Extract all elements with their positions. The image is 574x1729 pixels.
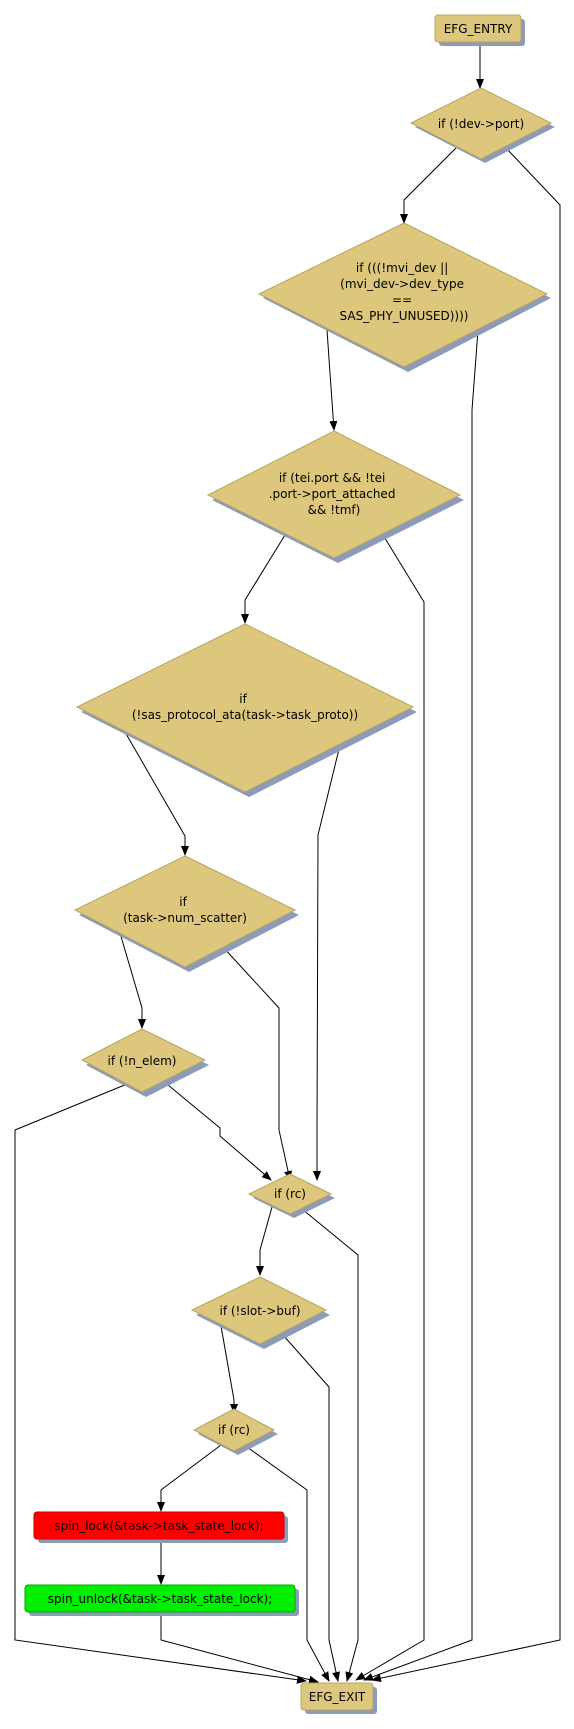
decision-n-elem: if (!n_elem) <box>80 1028 209 1097</box>
decision-slot-buf: if (!slot->buf) <box>190 1276 330 1349</box>
decision-rc-2-label: if (rc) <box>218 1423 250 1437</box>
decision-dev-port-label: if (!dev->port) <box>438 117 524 131</box>
spin-unlock-box <box>24 1584 296 1613</box>
decision-tei-port-label: if (tei.port && !tei .port->port_attache… <box>269 471 400 517</box>
decision-slot-buf-label: if (!slot->buf) <box>219 1304 300 1318</box>
edge-d9-exit <box>246 1446 330 1682</box>
entry-box <box>434 14 522 43</box>
decision-sas-protocol-ata-label: if (!sas_protocol_ata(task->task_proto)) <box>132 692 358 722</box>
spin-lock-node: spin_lock(&task->task_state_lock); <box>33 1511 288 1543</box>
edge-d1-d2 <box>400 146 458 224</box>
edge-d3-d4 <box>241 534 286 624</box>
edge-d6-exit <box>14 1083 307 1684</box>
decision-n-elem-label: if (!n_elem) <box>108 1054 177 1068</box>
edge-d5-d7 <box>221 945 292 1181</box>
nodes: EFG_ENTRY if (!dev->port) if (((!mvi_dev… <box>24 14 555 1714</box>
edge-d2-exit <box>363 329 479 1681</box>
edge-d5-d6 <box>119 932 146 1029</box>
entry-label: EFG_ENTRY <box>444 22 513 36</box>
decision-rc-1: if (rc) <box>247 1173 335 1218</box>
edge-d2-d3 <box>326 329 338 431</box>
decision-rc-1-label: if (rc) <box>274 1187 306 1201</box>
decision-dev-port: if (!dev->port) <box>409 87 555 163</box>
decision-rc-2: if (rc) <box>192 1408 278 1455</box>
edge-d8-d9 <box>220 1325 238 1414</box>
entry-node: EFG_ENTRY <box>434 14 525 46</box>
edge-d1-exit <box>371 146 561 1683</box>
decision-mvi-dev-label: if (((!mvi_dev || (mvi_dev->dev_type == … <box>340 261 469 323</box>
spin-lock-box <box>33 1511 285 1540</box>
spin-lock-label: spin_lock(&task->task_state_lock); <box>54 1519 263 1533</box>
edge-unlock-exit <box>160 1613 319 1684</box>
edge-d9-lock <box>157 1444 222 1512</box>
edge-d7-d8 <box>256 1206 273 1276</box>
spin-unlock-label: spin_unlock(&task->task_state_lock); <box>48 1592 273 1606</box>
edge-d7-exit <box>301 1208 359 1682</box>
decision-tei-port: if (tei.port && !tei .port->port_attache… <box>206 430 464 563</box>
decision-num-scatter: if (task->num_scatter) <box>73 855 299 972</box>
exit-box <box>300 1682 374 1711</box>
edge-d8-exit <box>282 1334 340 1682</box>
edge-d4-d7 <box>313 744 341 1181</box>
decision-num-scatter-label: if (task->num_scatter) <box>123 895 247 925</box>
decision-sas-protocol-ata: if (!sas_protocol_ata(task->task_proto)) <box>75 623 417 797</box>
exit-label: EFG_EXIT <box>309 1690 366 1704</box>
edge-d4-d5 <box>124 731 189 856</box>
edges <box>14 45 561 1684</box>
edge-d6-d7 <box>161 1079 272 1181</box>
decision-mvi-dev: if (((!mvi_dev || (mvi_dev->dev_type == … <box>257 222 551 372</box>
edge-d3-exit <box>355 534 425 1681</box>
exit-node: EFG_EXIT <box>300 1682 377 1714</box>
spin-unlock-node: spin_unlock(&task->task_state_lock); <box>24 1584 299 1616</box>
